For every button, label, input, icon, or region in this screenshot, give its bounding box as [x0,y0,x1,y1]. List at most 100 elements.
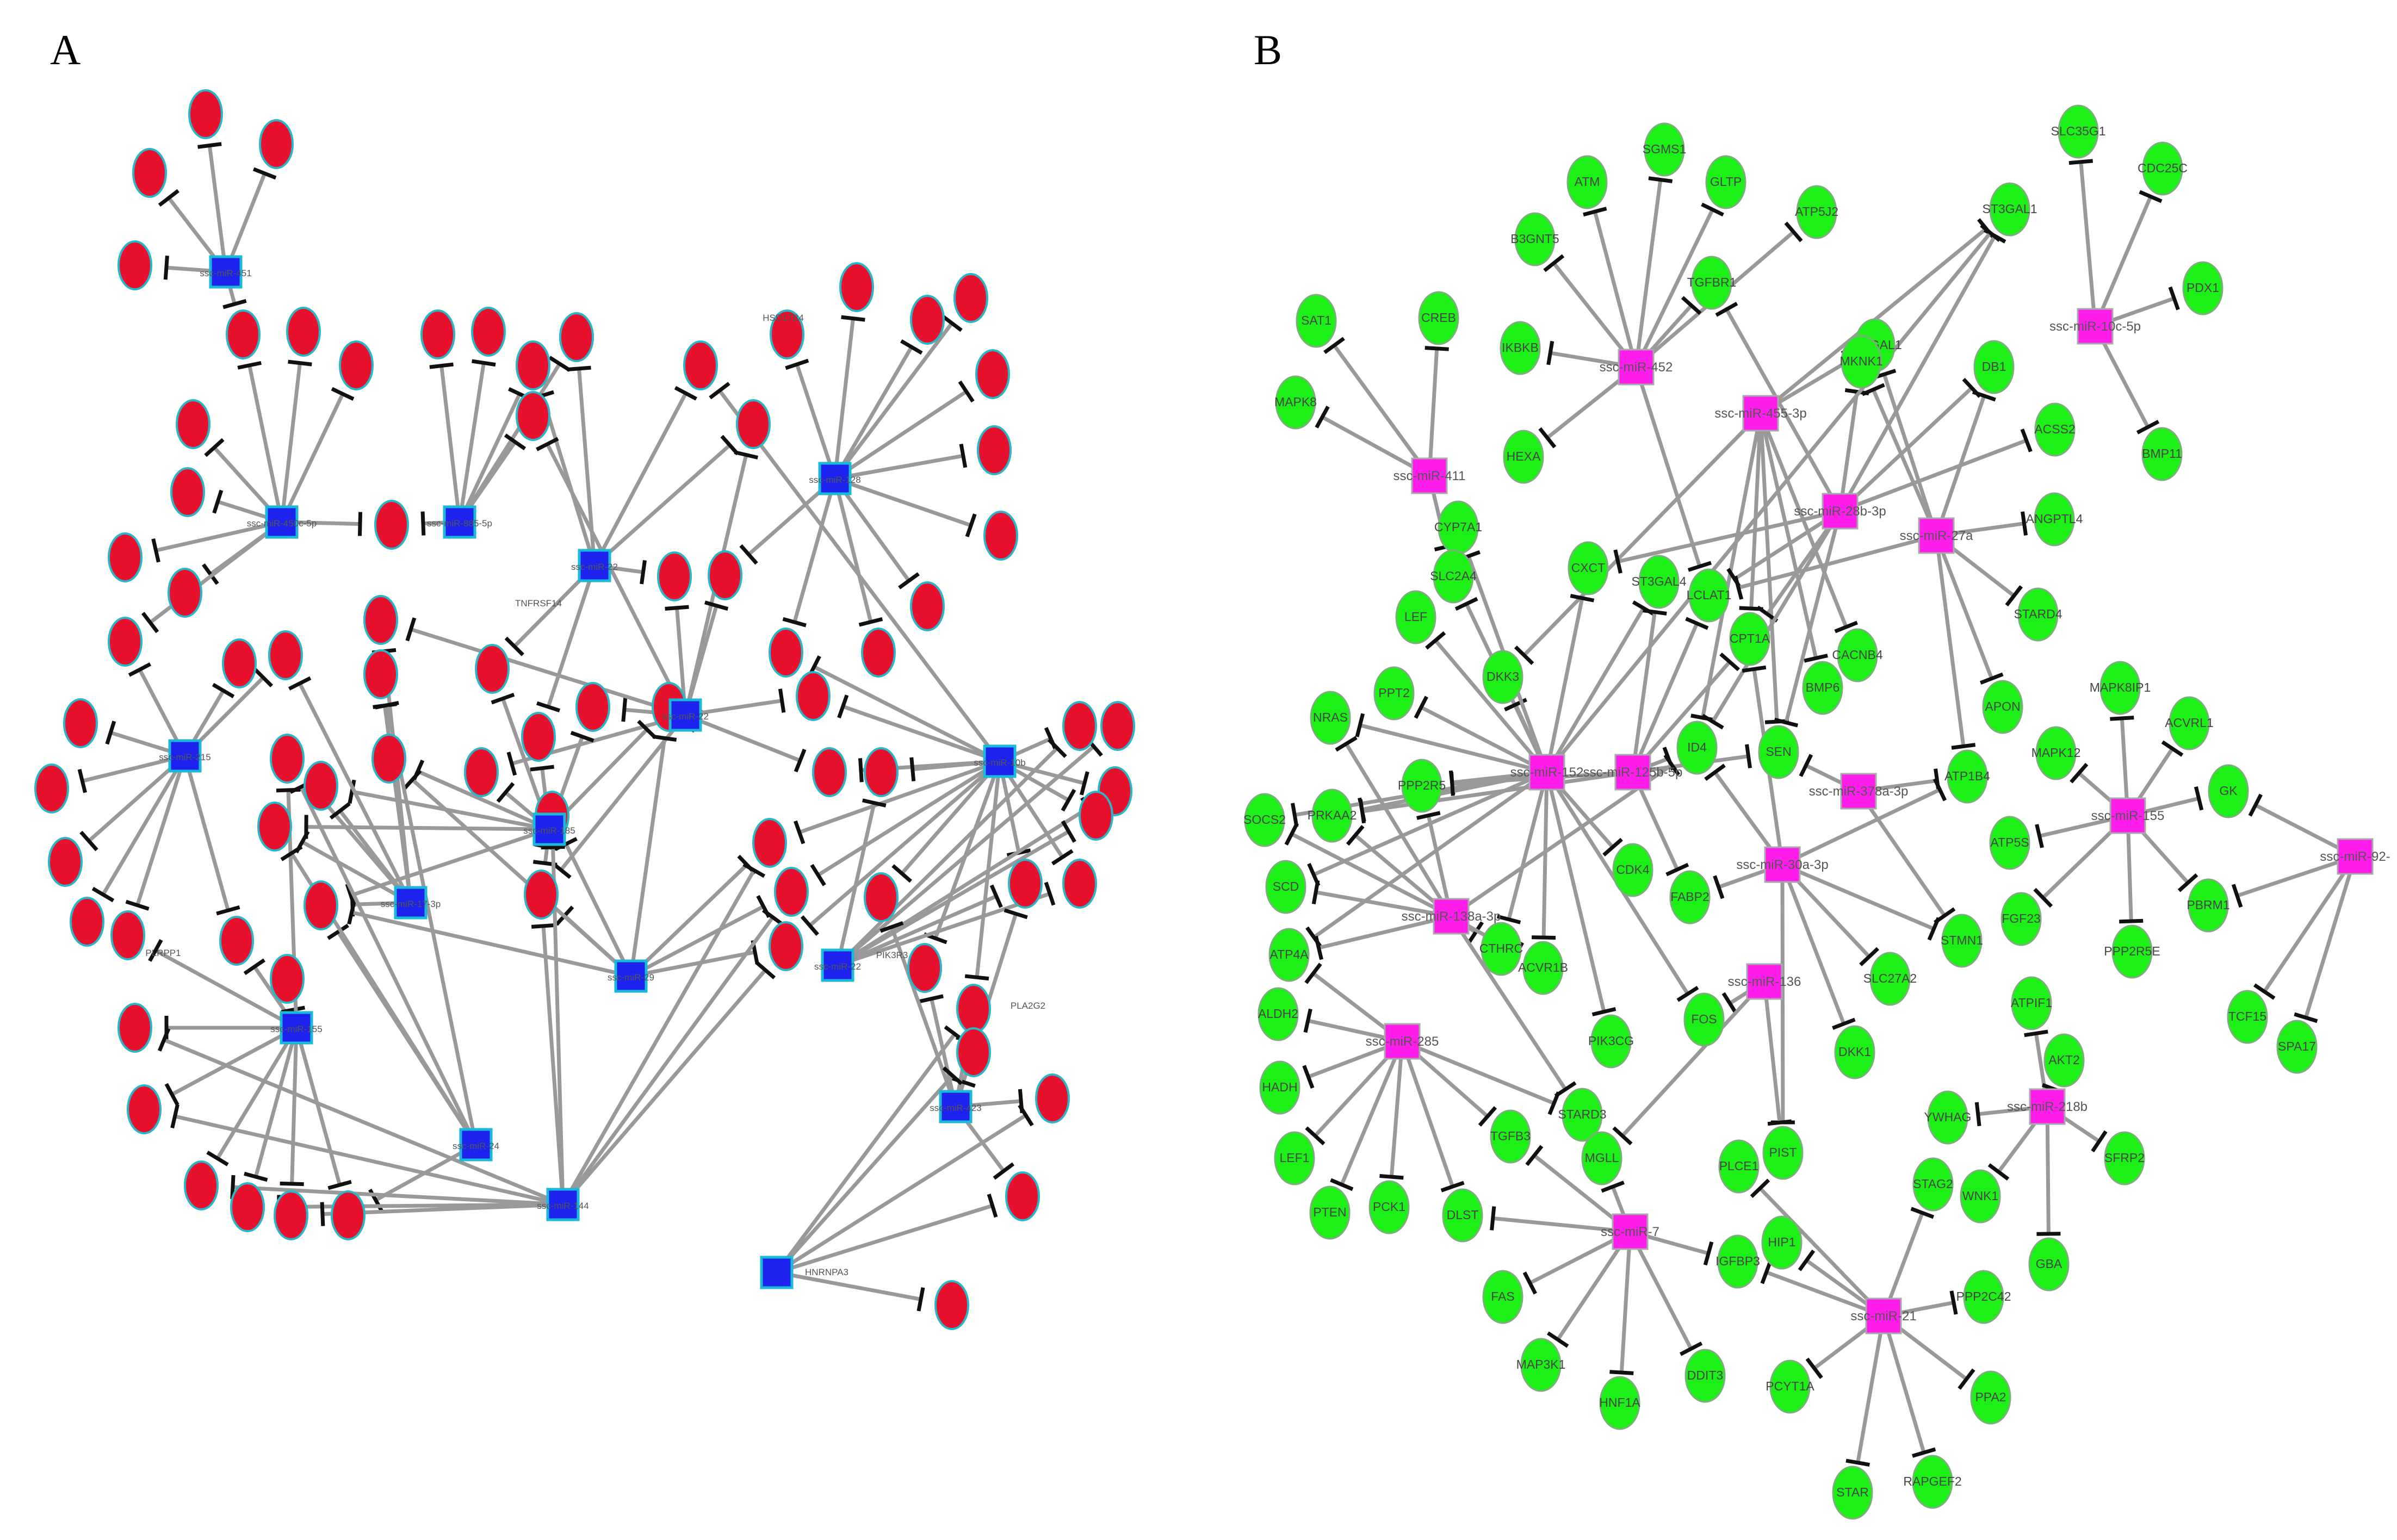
panel-a-edge-m12-g49 [290,1027,299,1184]
panel-a-edge-m4-g17 [592,392,687,567]
panel-a-gene-node [219,916,254,966]
panel-b-gene-ellipse [2034,402,2076,457]
panel-a-edge-m13-g73 [836,745,1095,967]
panel-b-gene-ellipse [1311,788,1353,843]
panel-b-edge-n5-cxct-inhibition-bar [1613,549,1622,574]
panel-a-edge-m5-g21-inhibition-bar [941,314,963,332]
panel-a-edge-m5-g22 [834,390,968,480]
panel-b-edge-n8-cpt1a [1631,660,1731,774]
panel-b-mirna-square [1384,1023,1421,1060]
panel-a-edge-m10-g65 [798,759,1001,834]
panel-b-gene-label: PCK1 [1373,1200,1405,1214]
panel-a-gene-ellipse [259,119,294,169]
panel-a-gene-node [736,399,771,449]
panel-a-gene-node [910,581,945,631]
panel-b-edge-n11-stard3 [1450,915,1568,1091]
panel-b-edge-n6-atp1b4 [1934,535,1966,747]
panel-b-gene-label: AKT2 [2048,1053,2080,1067]
panel-a-gene-node [108,532,143,582]
panel-b-gene-ellipse [1244,793,1285,847]
panel-b-gene-ellipse [2141,427,2183,481]
panel-b-edge-n14-mgll-inhibition-bar [1612,1126,1633,1146]
panel-b-edge-n6-angptl4-inhibition-bar [2021,511,2028,536]
panel-a-edge-m5-g23 [834,454,964,481]
panel-b-gene-label: LEF1 [1280,1151,1310,1165]
panel-b-gene-node: ACSS2 [2034,402,2076,457]
panel-b-mirna-square [1411,457,1448,494]
panel-a-gene-ellipse [257,802,292,852]
panel-a-gene-node [1062,859,1097,909]
panel-b-gene-node: CACNB4 [1832,628,1883,682]
panel-a-gene-node [812,747,847,797]
panel-a-gene-ellipse [770,309,804,359]
panel-b-gene-node: DKK1 [1834,1025,1875,1079]
panel-b-gene-ellipse [1832,1466,1873,1520]
panel-b-edge-n10-dkk1-inhibition-bar [1832,1017,1856,1030]
panel-a-gene-ellipse [188,89,223,139]
panel-b-gene-ellipse [1927,1090,1968,1145]
panel-b-mirna-label: ssc-miR-411 [1393,469,1466,483]
panel-a-gene-node [304,761,338,811]
panel-b-edge-n15-pten [1340,1040,1404,1185]
panel-a-gene-ellipse [934,1280,969,1330]
panel-b-mirna-label: ssc-miR-455-3p [1714,406,1806,421]
panel-a-edge-m2-g7 [280,393,345,523]
panel-b-gene-ellipse [2276,1020,2318,1074]
panel-a-edge-m12-g42-inhibition-bar [148,939,163,962]
panel-a-mirna-square [821,948,854,982]
panel-a-edge-m5-g26-inhibition-bar [858,617,883,627]
panel-a-edge-m11-g65 [629,863,748,978]
panel-b-gene-node: CPT1A [1729,612,1770,666]
panel-b-edge-n17-hnf1a-inhibition-bar [1609,1370,1634,1375]
panel-b-edge-n15-pck1-inhibition-bar [1379,1173,1404,1180]
panel-b-mirna-square [1764,846,1801,883]
panel-b-mirna-square [2077,308,2114,345]
panel-a-edge-m16-g67-inhibition-bar [755,960,776,979]
panel-b-mirna-label: ssc-miR-125b-5p [1583,765,1683,780]
panel-b-edge-n18-ppp2c42-inhibition-bar [1949,1290,1958,1315]
panel-a-gene-node [257,802,292,852]
panel-a-edge-m5-g18-inhibition-bar [785,358,809,370]
panel-a-edge-m7-g32-inhibition-bar [405,617,417,642]
panel-a-edge-m12-g46-inhibition-bar [164,1083,179,1106]
panel-b-gene-ellipse [1373,666,1415,721]
panel-a-gene-ellipse [226,309,261,359]
panel-a-gene-node [752,818,787,868]
panel-a-letter: A [50,26,80,73]
panel-a-gene-node [559,312,594,362]
panel-b-gene-ellipse [1869,952,1911,1006]
panel-b-mirna-square [2029,1088,2066,1125]
panel-b-edge-n6-stard4-inhibition-bar [2005,585,2023,607]
panel-a-mirna-square [443,505,476,539]
panel-a-mirna-label: ssc-miR-155 [270,1024,322,1034]
panel-b-gene-label: CACNB4 [1832,648,1883,662]
panel-a-edge-m14-g53-inhibition-bar [280,845,303,861]
panel-b-gene-node: CDC25C [2138,141,2188,196]
panel-b-edge-n15-tgfb3-inhibition-bar [1478,1106,1497,1127]
panel-b-edge-n1-creb [1427,348,1439,476]
panel-b-gene-label: PPT2 [1378,686,1410,700]
panel-a-gene-ellipse [168,568,202,618]
panel-a-edge-m10-g68-inhibition-bar [891,864,913,883]
panel-b-gene-node: WNK1 [1960,1169,2001,1224]
panel-b-mirna-square [1918,517,1955,554]
panel-b-edge-n10-fabp2-inhibition-bar [1713,875,1725,899]
panel-b-edge-n3-sen [1758,413,1779,722]
panel-b-edge-n17-fas-inhibition-bar [1522,1271,1537,1295]
panel-b-edge-n5-sen-inhibition-bar [1774,717,1799,728]
panel-b-edge-n5-db1 [1838,386,1973,513]
panel-b-mirna-label: ssc-miR-138a-3p [1402,909,1501,924]
panel-a-edge-m10-g27 [813,665,1001,763]
panel-a-edge-m7-g63 [684,713,801,762]
panel-b-edge-n16-gba [2045,1106,2051,1234]
panel-b-gene-ellipse [1912,1157,1954,1212]
panel-b-gene-label: TGFBR1 [1687,275,1737,289]
panel-b-edge-n18-hip1-inhibition-bar [1798,1249,1816,1271]
panel-b-edge-n16-ywhag-inhibition-bar [1974,1102,1981,1127]
panel-a-edge-m5-g24-inhibition-bar [965,513,977,538]
panel-a-edge-m15-g79-inhibition-bar [993,1162,1015,1180]
panel-b-gene-label: LCLAT1 [1687,588,1732,602]
panel-b-gene-label: PPP2R5 [1398,778,1446,792]
panel-b-gene-node: CDK4 [1612,843,1653,897]
